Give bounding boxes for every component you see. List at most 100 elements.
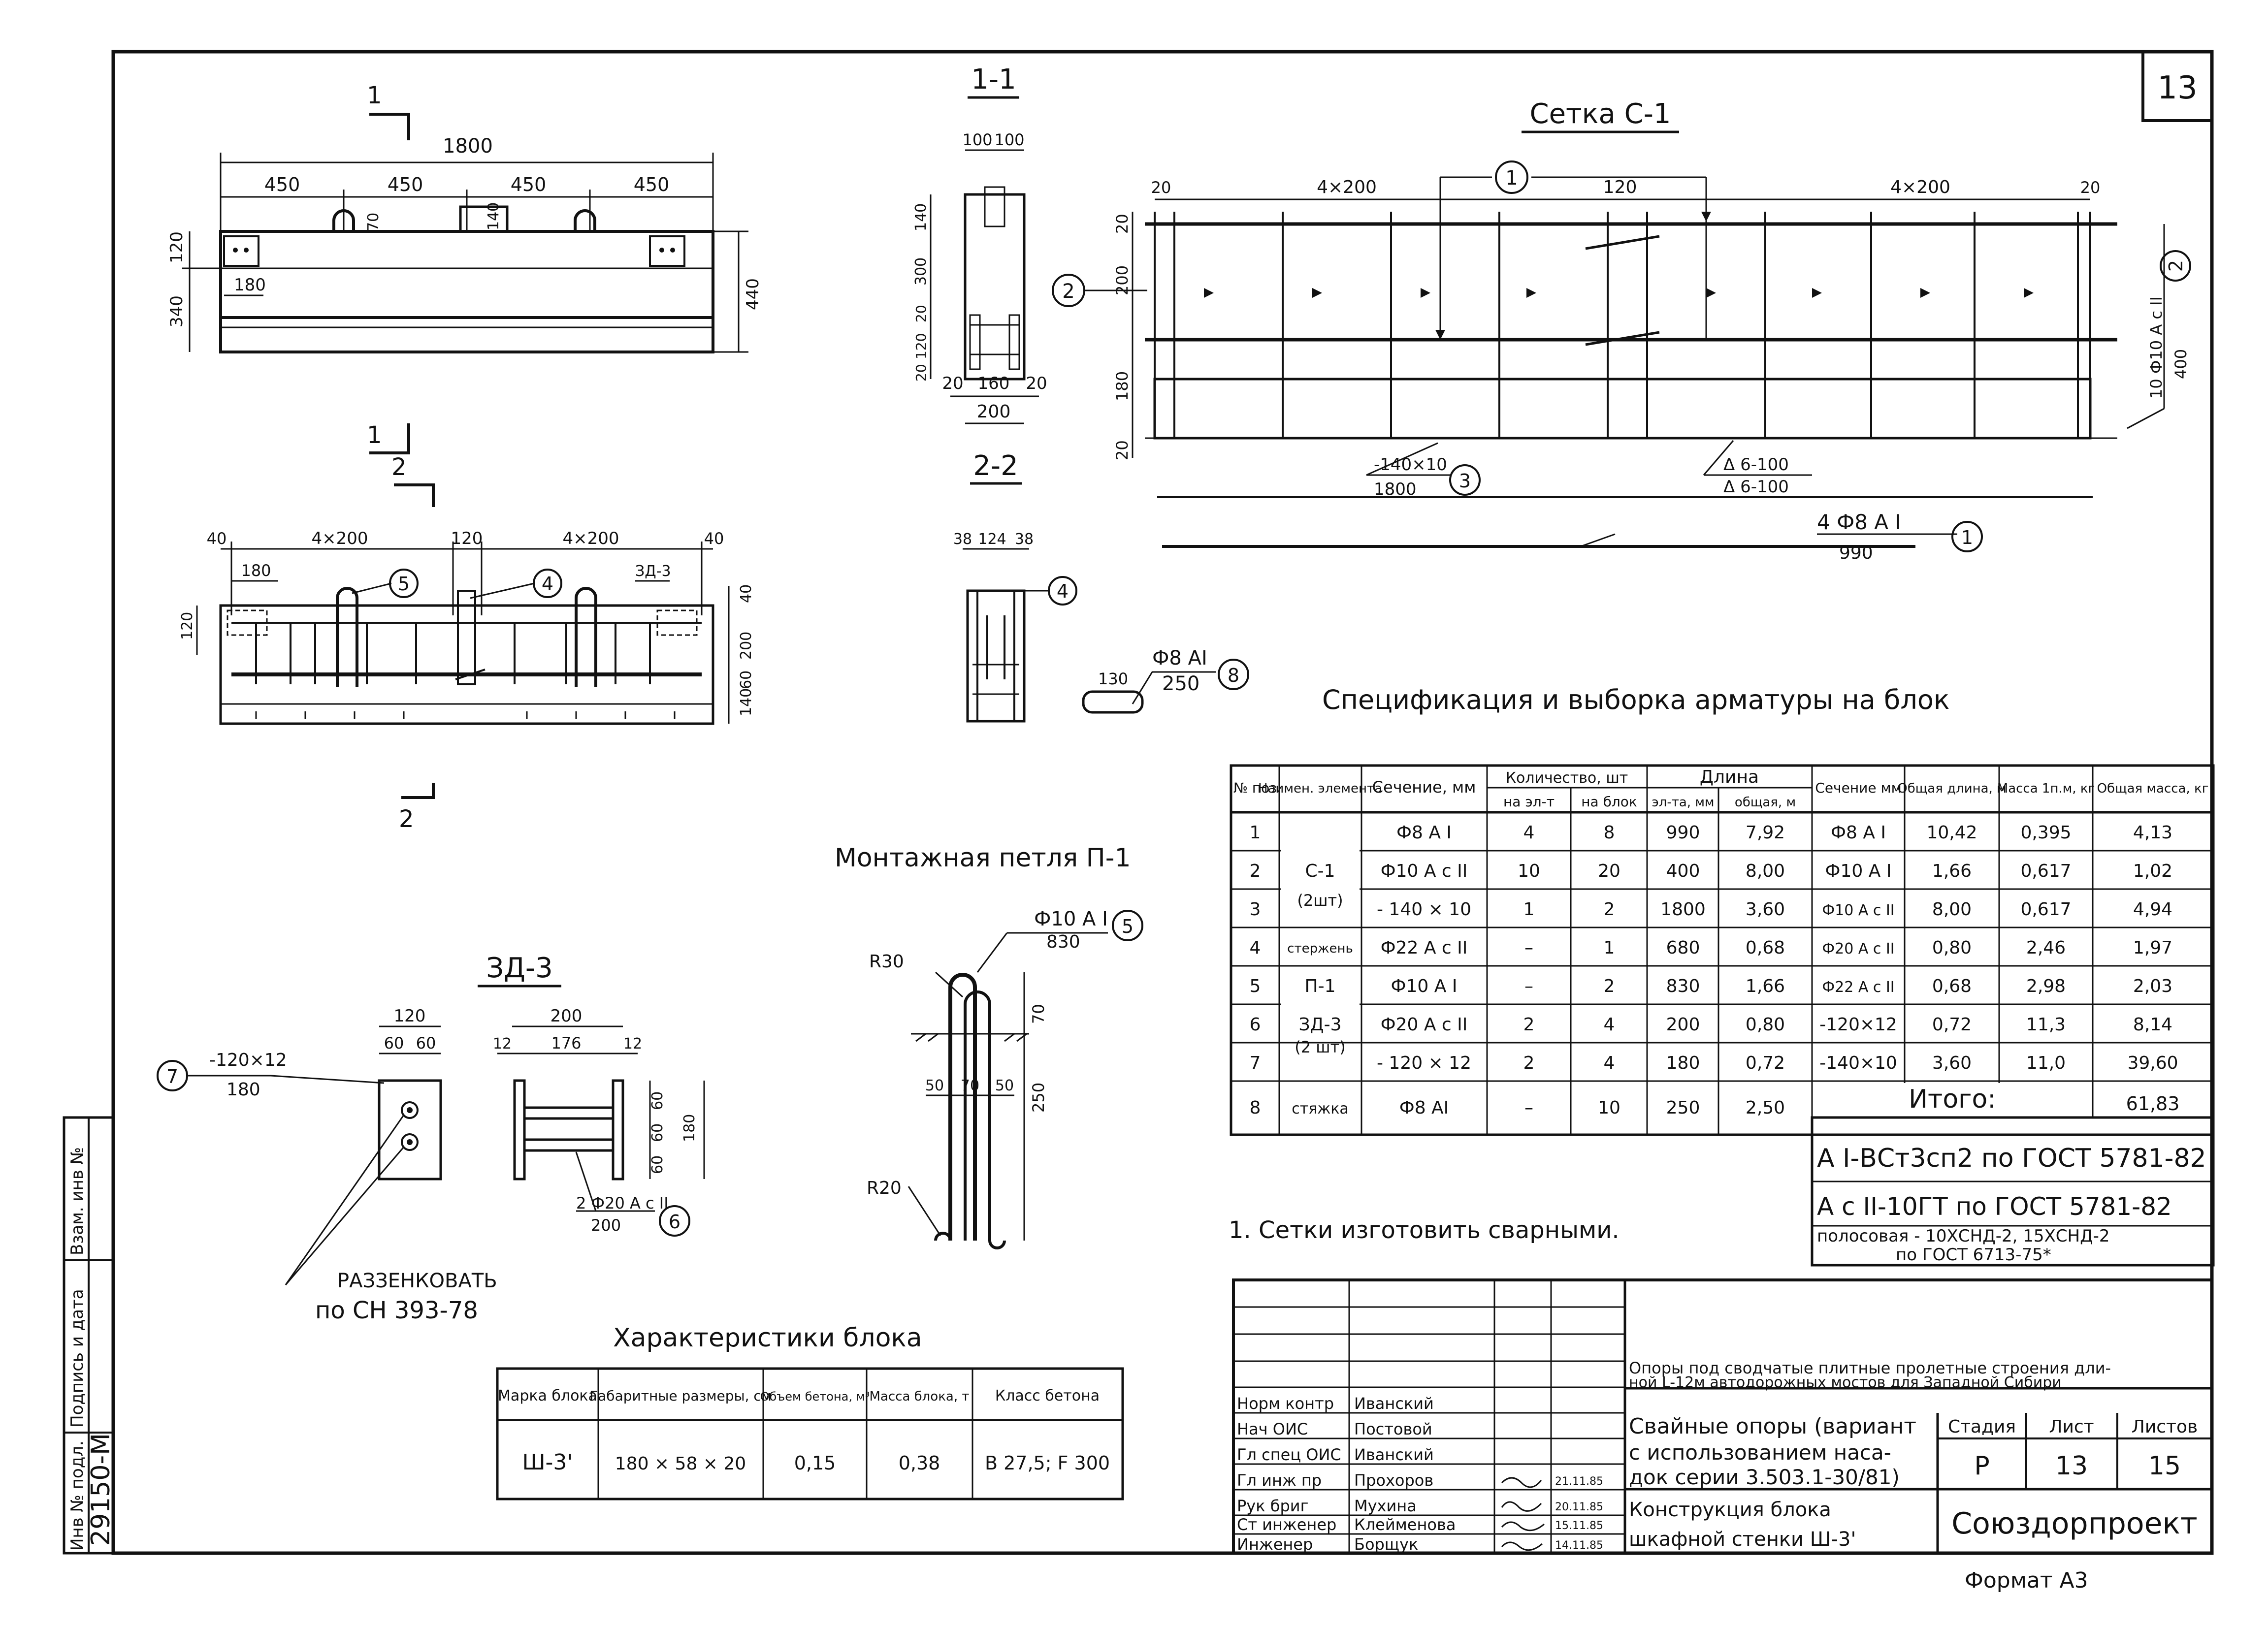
spec-row-1-per-block: 8 bbox=[1604, 823, 1615, 843]
sheet-number: 13 bbox=[2157, 70, 2197, 106]
spec-header-len-el: эл-та, мм bbox=[1652, 795, 1714, 810]
side-vzam-label: Взам. инв № bbox=[67, 1147, 87, 1255]
spec-row-2-section: Ф10 А c II bbox=[1381, 861, 1468, 881]
spec-note-1: А I-ВСт3сп2 по ГОСТ 5781-82 bbox=[1817, 1144, 2206, 1173]
mesh-strip-label: -140×10 bbox=[1374, 455, 1447, 475]
loop-callout-5: 5 bbox=[1122, 916, 1134, 937]
sheet-label: Лист bbox=[2049, 1417, 2094, 1437]
loop-dim-50-right: 50 bbox=[995, 1077, 1014, 1094]
spec-header-length: Длина bbox=[1700, 767, 1759, 787]
spec-row-3-per-el: 1 bbox=[1523, 899, 1535, 920]
section-mark-1-top: 1 bbox=[367, 82, 382, 109]
plan-dim-140: 140 bbox=[485, 202, 502, 230]
char-header-mass: Масса блока, т bbox=[869, 1389, 969, 1404]
tie-dim: 130 bbox=[1098, 670, 1128, 688]
rebar-dim-120: 120 bbox=[451, 529, 483, 548]
rebar-dim-120: 120 bbox=[179, 612, 196, 640]
general-note: 1. Сетки изготовить сварными. bbox=[1229, 1216, 1620, 1244]
subject-line-2: с использованием наса- bbox=[1629, 1440, 1891, 1465]
loop-dim-50-left: 50 bbox=[925, 1077, 944, 1094]
char-value-volume: 0,15 bbox=[794, 1452, 836, 1474]
zd3-title: ЗД-3 bbox=[486, 952, 553, 984]
loop-r30: R30 bbox=[869, 952, 904, 972]
tie-label: Ф8 АI bbox=[1152, 647, 1207, 670]
zd3-right-dim-60a: 60 bbox=[649, 1091, 666, 1110]
spec-row-6-pos: 6 bbox=[1250, 1015, 1261, 1035]
side-strip: Инв № подл. 29150-М Подпись и дата Взам.… bbox=[63, 1116, 116, 1555]
section-1-1-dim-bottom-20a: 20 bbox=[942, 374, 963, 393]
rebar-dim-right-140: 140 bbox=[738, 688, 755, 716]
mesh-bar-value: 990 bbox=[1839, 543, 1873, 563]
plan-dim-total: 1800 bbox=[443, 135, 493, 158]
role-3-name: Иванский bbox=[1354, 1445, 1434, 1464]
section-2-2-dim-38-left: 38 bbox=[953, 531, 972, 548]
sheet-frame bbox=[111, 50, 2214, 1555]
spec-row-3-name: (2шт) bbox=[1297, 891, 1343, 910]
section-1-1-dim-20b: 20 bbox=[913, 364, 929, 382]
char-header-volume: Объем бетона, м³ bbox=[760, 1390, 870, 1404]
spec-row-4-name: стержень bbox=[1287, 941, 1353, 956]
rebar-dim-4x200-right: 4×200 bbox=[562, 529, 619, 548]
tie-detail: Ф8 АI 250 130 8 bbox=[1082, 647, 1249, 714]
side-inv-podl-label: Инв № подл. bbox=[67, 1440, 87, 1551]
spec-header-len-total: общая, м bbox=[1735, 795, 1796, 810]
plan-dim-340: 340 bbox=[167, 295, 187, 327]
characteristics-title: Характеристики блока bbox=[613, 1323, 922, 1353]
spec-row-7-per-block: 4 bbox=[1604, 1053, 1615, 1073]
spec-row-4-len-el: 680 bbox=[1666, 938, 1700, 958]
spec-header-qty: Количество, шт bbox=[1506, 769, 1628, 787]
spec-row-8-pos: 8 bbox=[1250, 1098, 1261, 1118]
mesh-c1: Сетка С-1 20 4×200 120 4×200 20 1 bbox=[1052, 98, 2191, 563]
mesh-strip-value: 1800 bbox=[1374, 479, 1417, 499]
drawing-line-2: шкафной стенки Ш-3' bbox=[1629, 1528, 1856, 1551]
section-1-1-dim-200: 200 bbox=[977, 402, 1011, 422]
char-header-mark: Марка блока bbox=[498, 1387, 597, 1405]
sum-row-1-mass1: 0,395 bbox=[2020, 823, 2071, 843]
role-6-title: Ст инженер bbox=[1237, 1515, 1336, 1534]
section-mark-1-bottom: 1 bbox=[367, 421, 382, 449]
stage-value: Р bbox=[1974, 1451, 1989, 1481]
zd3-detail: ЗД-3 7 -120×12 180 120 60 60 РАЗЗЕНКОВАТ… bbox=[157, 952, 705, 1324]
sum-row-2-section: Ф10 А I bbox=[1825, 861, 1892, 881]
mesh-dim-left-200: 200 bbox=[1113, 265, 1132, 295]
sum-row-4-mass: 1,97 bbox=[2133, 938, 2172, 958]
mesh-bar-callout-1: 1 bbox=[1961, 527, 1973, 548]
zd3-side-dim-176: 176 bbox=[551, 1034, 581, 1053]
spec-row-1-len-total: 7,92 bbox=[1746, 823, 1785, 843]
stage-label: Стадия bbox=[1948, 1417, 2016, 1437]
zd3-callout-7: 7 bbox=[166, 1066, 178, 1087]
spec-header-sum-section: Сечение мм bbox=[1815, 780, 1901, 796]
spec-row-7-name: (2 шт) bbox=[1295, 1038, 1345, 1056]
section-1-1-dim-140: 140 bbox=[912, 203, 930, 231]
mesh-strip-callout-3: 3 bbox=[1459, 470, 1471, 492]
sum-row-2-mass1: 0,617 bbox=[2020, 861, 2071, 881]
spec-row-1-len-el: 990 bbox=[1666, 823, 1700, 843]
rebar-dim-right-200: 200 bbox=[738, 632, 755, 660]
spec-row-6-len-el: 200 bbox=[1666, 1015, 1700, 1035]
sum-row-4-section: Ф20 А c II bbox=[1822, 940, 1894, 958]
mesh-dim-4x200-right: 4×200 bbox=[1890, 177, 1950, 197]
char-header-size: Габаритные размеры, см bbox=[589, 1388, 772, 1404]
sum-row-3-section: Ф10 А c II bbox=[1822, 902, 1894, 919]
rebar-callout-4: 4 bbox=[542, 573, 553, 595]
organization: Союздорпроект bbox=[1951, 1506, 2197, 1541]
sum-row-1-section: Ф8 А I bbox=[1831, 823, 1886, 843]
section-1-1-dim-120: 120 bbox=[913, 333, 929, 359]
spec-row-6-section: Ф20 А c II bbox=[1381, 1015, 1468, 1035]
side-inv-podl-value: 29150-М bbox=[86, 1433, 116, 1546]
spec-row-5-per-block: 2 bbox=[1604, 976, 1615, 996]
zd3-side-dim-12a: 12 bbox=[493, 1035, 512, 1053]
spec-header-name: Наимен. элемента bbox=[1258, 781, 1382, 796]
section-1-1-dim-bottom-20b: 20 bbox=[1026, 374, 1047, 393]
spec-header-sum-mass: Общая масса, кг bbox=[2097, 781, 2209, 796]
zd3-rebar-label: 2 Ф20 А c II bbox=[576, 1194, 669, 1213]
role-5-name: Мухина bbox=[1354, 1497, 1417, 1515]
sum-row-3-length: 8,00 bbox=[1932, 899, 1972, 920]
rebar-dim-4x200-left: 4×200 bbox=[311, 529, 368, 548]
mesh-dim-left-20b: 20 bbox=[1113, 440, 1132, 460]
loop-dim-70: 70 bbox=[1029, 1004, 1048, 1024]
mesh-dim-left-180: 180 bbox=[1113, 371, 1132, 401]
spec-row-4-per-block: 1 bbox=[1604, 938, 1615, 958]
spec-row-3-len-el: 1800 bbox=[1660, 899, 1706, 920]
side-signature-label: Подпись и дата bbox=[67, 1289, 87, 1428]
